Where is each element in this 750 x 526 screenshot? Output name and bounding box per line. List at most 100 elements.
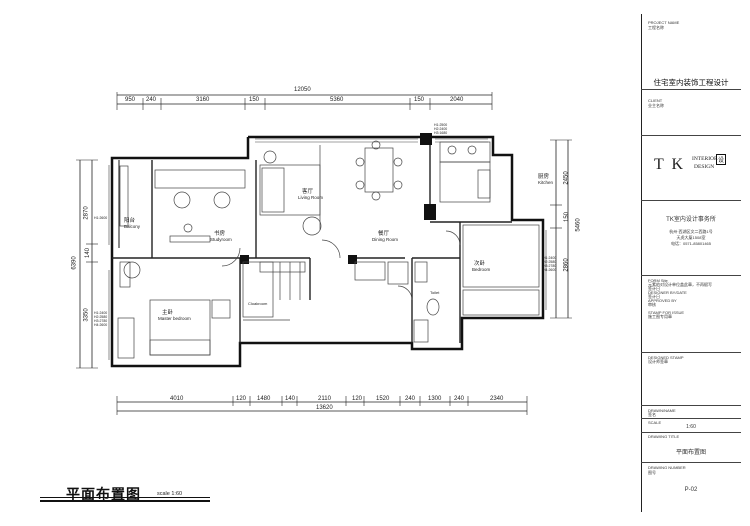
scale-label: SCALE xyxy=(648,420,662,425)
drawing-number-label: DRAWING NUMBER xyxy=(648,465,686,470)
bottom-dim-5: 120 xyxy=(352,396,363,402)
room-toilet-en: Toilet xyxy=(430,290,440,295)
exterior-walls xyxy=(110,135,545,368)
bottom-dim-8: 1300 xyxy=(428,396,442,402)
left-dim-0: 2870 xyxy=(83,206,90,220)
designer-label: DESIGNER BY/DATE xyxy=(648,290,687,295)
page-number: P-02 xyxy=(684,487,698,493)
form-line-0: 元素的对设计单位盖此章，不再赋写 xyxy=(648,282,712,287)
drawing-number-value: 图号 xyxy=(648,470,656,475)
logo-mark: 设 xyxy=(716,154,727,165)
top-dim-3: 150 xyxy=(249,97,260,103)
right-dim-2: 2860 xyxy=(563,258,570,272)
top-dim-1: 240 xyxy=(146,97,157,103)
height-note-left-upper: H1:2600 xyxy=(94,216,107,220)
height-note-top: H1:2500 H2:2400 H3:1680 xyxy=(434,123,447,135)
drawn-value: 签名 xyxy=(648,412,656,417)
height-note-left-lower-0: H1:2400 xyxy=(94,311,108,315)
drawing-scale: scale 1:60 xyxy=(157,491,183,497)
height-note-top-0: H1:2500 xyxy=(434,123,448,127)
studio-tel: 电话：0571-85801465 xyxy=(670,241,712,246)
tb-divider-1 xyxy=(641,89,741,90)
windows xyxy=(108,138,547,360)
room-master-cn: 主卧 xyxy=(162,310,174,316)
studio-logo: T K INTERIOR DESIGN 设 xyxy=(652,150,732,182)
top-dim-0: 950 xyxy=(125,97,136,103)
form-label: FORM Site xyxy=(648,278,668,283)
interior-walls xyxy=(112,140,512,343)
room-balcony-en: Balcony xyxy=(124,224,141,229)
height-note-left-lower-3: H4:2600 xyxy=(94,323,108,327)
room-study-cn: 书房 xyxy=(214,231,226,237)
tb-divider-6 xyxy=(641,405,741,406)
project-name-value: 工程名称 xyxy=(648,25,664,30)
client-label: CLIENT xyxy=(648,98,663,103)
form-line-1: 签计日 xyxy=(648,286,660,291)
furniture xyxy=(117,140,540,359)
bottom-dim-10: 2340 xyxy=(490,396,504,402)
top-dim-5: 150 xyxy=(414,97,425,103)
height-note-left-lower-2: H3:2780 xyxy=(94,319,108,323)
design-stamp-value: 设计师签章 xyxy=(648,359,668,364)
top-dim-ticks xyxy=(116,92,493,110)
overall-top-dim: 12050 xyxy=(294,87,311,93)
logo-text-2: DESIGN xyxy=(694,164,715,170)
designer-value: 签计日 xyxy=(648,294,660,299)
height-note-right-3: H4:2600 xyxy=(543,268,557,272)
columns xyxy=(240,133,436,264)
studio-addr2: 天虎大厦1508室 xyxy=(676,235,706,240)
height-note-left-upper-0: H1:2600 xyxy=(94,216,108,220)
logo-letters: T K xyxy=(654,156,686,173)
tb-divider-7 xyxy=(641,418,741,419)
bottom-dim-1: 120 xyxy=(236,396,247,402)
left-dim-2: 3350 xyxy=(83,308,90,322)
height-note-left-lower: H1:2400 H2:2580 H3:2780 H4:2600 xyxy=(94,311,107,327)
room-master-en: Master bedroom xyxy=(158,316,191,321)
drawn-label: DRAWN/NAME xyxy=(648,408,676,413)
top-dim-4: 5360 xyxy=(330,97,344,103)
height-note-left-lower-1: H2:2580 xyxy=(94,315,108,319)
client-value: 业主名称 xyxy=(648,103,664,108)
room-balcony-cn: 阳台 xyxy=(124,218,136,224)
tb-divider-3 xyxy=(641,200,741,201)
tb-divider-4 xyxy=(641,275,741,276)
approved-label: APPROVED BY xyxy=(648,298,677,303)
top-dim-2: 3160 xyxy=(196,97,210,103)
left-overall-dim: 6390 xyxy=(71,256,78,270)
room-dining-cn: 餐厅 xyxy=(378,231,390,237)
left-dim-ticks xyxy=(76,159,98,369)
bottom-dim-3: 140 xyxy=(285,396,296,402)
right-overall-dim: 5460 xyxy=(575,218,582,232)
top-dim-6: 2040 xyxy=(450,97,464,103)
approved-value: 审核 xyxy=(648,302,656,307)
tb-divider-5 xyxy=(641,352,741,353)
room-living-en: Living Room xyxy=(298,195,324,200)
room-bedroom-cn: 次卧 xyxy=(474,261,486,267)
right-dim-1: 150 xyxy=(564,211,571,223)
room-kitchen-en: Kitchen xyxy=(538,180,554,185)
overall-bottom-dim: 13620 xyxy=(316,405,333,411)
right-dim-ticks xyxy=(550,139,572,319)
project-name-label: PROJECT NAME xyxy=(648,20,680,25)
height-note-right: H1:2400 H2:2580 H3:2780 H4:2600 xyxy=(543,256,556,272)
stamp-value: 施工图专用章 xyxy=(648,314,672,319)
height-note-top-1: H2:2400 xyxy=(434,127,448,131)
room-living-cn: 客厅 xyxy=(302,189,314,195)
height-note-right-1: H2:2580 xyxy=(543,260,557,264)
tb-divider-9 xyxy=(641,462,741,463)
height-note-right-0: H1:2400 xyxy=(543,256,557,260)
studio-addr1: 杭州·西湖区文二西路1号 xyxy=(669,229,713,234)
bottom-dim-9: 240 xyxy=(454,396,465,402)
tb-divider-8 xyxy=(641,432,741,433)
tb-divider-2 xyxy=(641,135,741,136)
drawing-title-value: 平面布置图 xyxy=(675,450,706,456)
project-title: 住宅室内装饰工程设计 xyxy=(653,78,729,87)
room-dining-en: Dining Room xyxy=(372,237,399,242)
drawing-title-label: DRAWING TITLE xyxy=(648,434,680,439)
room-bedroom-en: Bedroom xyxy=(472,267,491,272)
bottom-dim-0: 4010 xyxy=(170,396,184,402)
bottom-dim-4: 2110 xyxy=(318,396,331,402)
stamp-label: STAMP FOR ISSUE xyxy=(648,310,685,315)
